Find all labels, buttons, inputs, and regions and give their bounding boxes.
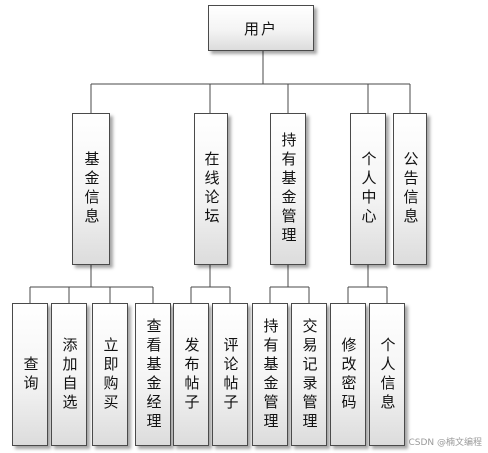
node-change-password: 修改密码 — [330, 303, 366, 446]
node-label: 持有基金管理 — [261, 317, 280, 432]
node-trade-records: 交易记录管理 — [291, 303, 327, 446]
node-label: 评论帖子 — [221, 336, 240, 413]
node-holdings-manage: 持有基金管理 — [252, 303, 288, 446]
node-label: 在线论坛 — [202, 151, 221, 227]
node-label: 修改密码 — [339, 336, 358, 413]
node-add-favorite: 添加自选 — [51, 303, 87, 446]
node-label: 交易记录管理 — [300, 317, 319, 432]
node-label: 公告信息 — [401, 151, 420, 227]
node-fund-info: 基金信息 — [72, 113, 110, 265]
node-holdings: 持有基金管理 — [270, 113, 306, 265]
node-post-topic: 发布帖子 — [173, 303, 209, 446]
node-label: 基金信息 — [82, 151, 101, 227]
node-notice-info: 公告信息 — [393, 113, 427, 265]
node-label: 添加自选 — [60, 336, 79, 413]
node-personal-center: 个人中心 — [350, 113, 386, 265]
node-comment-topic: 评论帖子 — [212, 303, 248, 446]
node-label: 查询 — [21, 355, 40, 394]
node-label: 持有基金管理 — [279, 132, 298, 246]
node-buy-now: 立即购买 — [92, 303, 128, 446]
node-label: 查看基金经理 — [144, 317, 163, 432]
node-root-user: 用户 — [208, 5, 314, 51]
node-view-fund-manager: 查看基金经理 — [135, 303, 171, 446]
node-query: 查询 — [12, 303, 48, 446]
watermark-text: CSDN @楠文编程 — [408, 438, 482, 448]
node-forum: 在线论坛 — [194, 113, 228, 265]
node-label: 用户 — [243, 19, 278, 38]
node-label: 立即购买 — [101, 336, 120, 413]
node-label: 个人中心 — [359, 151, 378, 227]
node-label: 发布帖子 — [182, 336, 201, 413]
node-personal-info: 个人信息 — [369, 303, 405, 446]
node-label: 个人信息 — [378, 336, 397, 413]
